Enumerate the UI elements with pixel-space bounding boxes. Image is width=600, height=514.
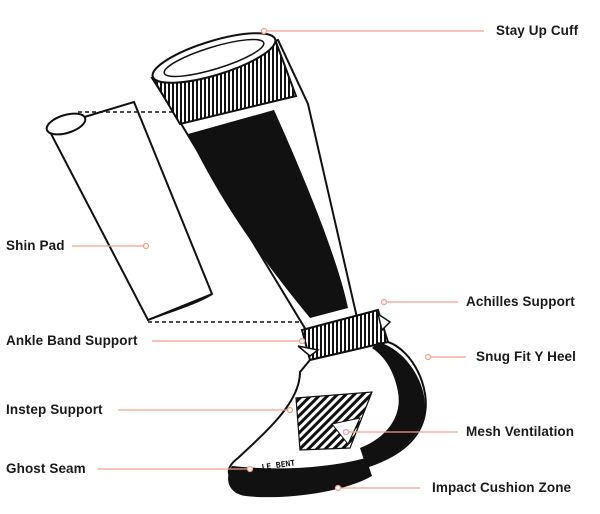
label-stay-up-cuff: Stay Up Cuff [496,23,579,38]
label-ankle-band-support: Ankle Band Support [6,333,138,348]
heel [360,342,425,466]
shin-pad [45,100,306,323]
calf-panel [188,110,348,318]
label-mesh-ventilation: Mesh Ventilation [466,424,575,439]
label-impact-cushion-zone: Impact Cushion Zone [432,480,572,495]
label-ghost-seam: Ghost Seam [6,461,86,476]
label-shin-pad: Shin Pad [6,238,65,253]
label-achilles-support: Achilles Support [466,294,575,309]
label-snug-fit-y-heel: Snug Fit Y Heel [476,349,577,364]
label-instep-support: Instep Support [6,402,103,417]
instep-mesh [295,391,373,451]
sock: LE BENT [150,32,427,498]
